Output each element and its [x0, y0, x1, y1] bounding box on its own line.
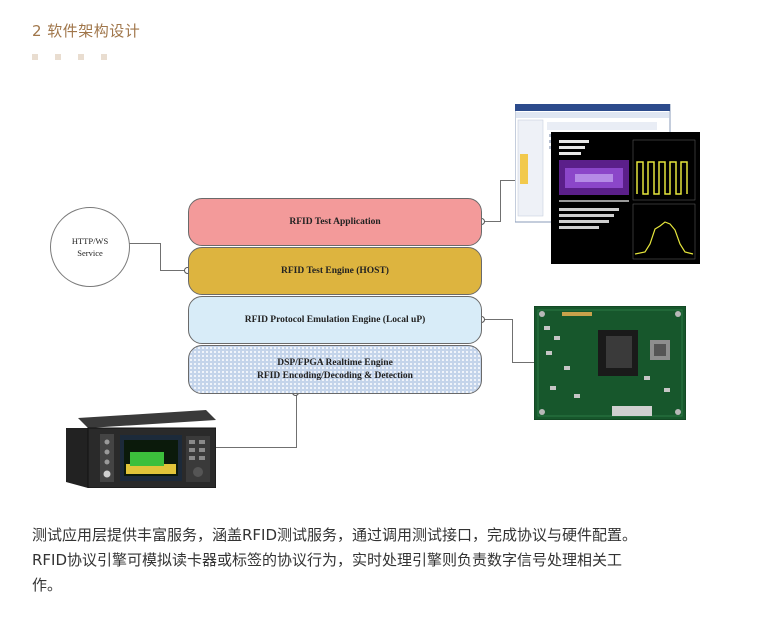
connector-line	[296, 393, 297, 447]
connector-line	[482, 319, 512, 320]
layer-protocol-emulation: RFID Protocol Emulation Engine (Local uP…	[188, 296, 482, 344]
layer-test-application: RFID Test Application	[188, 198, 482, 246]
decor-dot	[32, 54, 38, 60]
embedded-board-image	[534, 306, 686, 420]
test-instrument-image	[66, 410, 216, 488]
body-line: RFID协议引擎可模拟读卡器或标签的协议行为，实时处理引擎则负责数字信号处理相关…	[32, 551, 623, 569]
layer-label: RFID Protocol Emulation Engine (Local uP…	[244, 314, 426, 325]
connector-line	[512, 362, 536, 363]
layer-label: RFID Test Application	[289, 216, 381, 227]
connector-line	[500, 180, 516, 181]
connector-line	[500, 180, 501, 222]
connector-line	[214, 447, 297, 448]
service-label: HTTP/WS	[71, 236, 109, 246]
layer-label: RFID Test Engine (HOST)	[281, 265, 389, 276]
decor-dot	[55, 54, 61, 60]
connector-line	[160, 243, 161, 271]
layer-dsp-fpga: DSP/FPGA Realtime Engine RFID Encoding/D…	[188, 345, 482, 394]
layer-test-engine: RFID Test Engine (HOST)	[188, 247, 482, 295]
body-line: 作。	[32, 576, 63, 594]
body-paragraph: 测试应用层提供丰富服务，涵盖RFID测试服务，通过调用测试接口，完成协议与硬件配…	[32, 523, 732, 598]
section-heading: 2 软件架构设计	[32, 22, 141, 40]
architecture-diagram: RFID Test Application RFID Test Engine (…	[50, 104, 700, 488]
body-line: 测试应用层提供丰富服务，涵盖RFID测试服务，通过调用测试接口，完成协议与硬件配…	[32, 526, 638, 544]
http-ws-service: HTTP/WS Service	[50, 207, 130, 287]
heading-decoration	[32, 54, 107, 60]
connector-line	[512, 319, 513, 362]
software-screenshot-image	[515, 104, 700, 264]
connector-line	[127, 243, 160, 244]
decor-dot	[101, 54, 107, 60]
decor-dot	[78, 54, 84, 60]
layer-label: RFID Encoding/Decoding & Detection	[257, 370, 413, 381]
service-label: Service	[77, 248, 103, 258]
connector-line	[160, 270, 186, 271]
connector-line	[482, 221, 500, 222]
layer-label: DSP/FPGA Realtime Engine	[277, 357, 393, 368]
